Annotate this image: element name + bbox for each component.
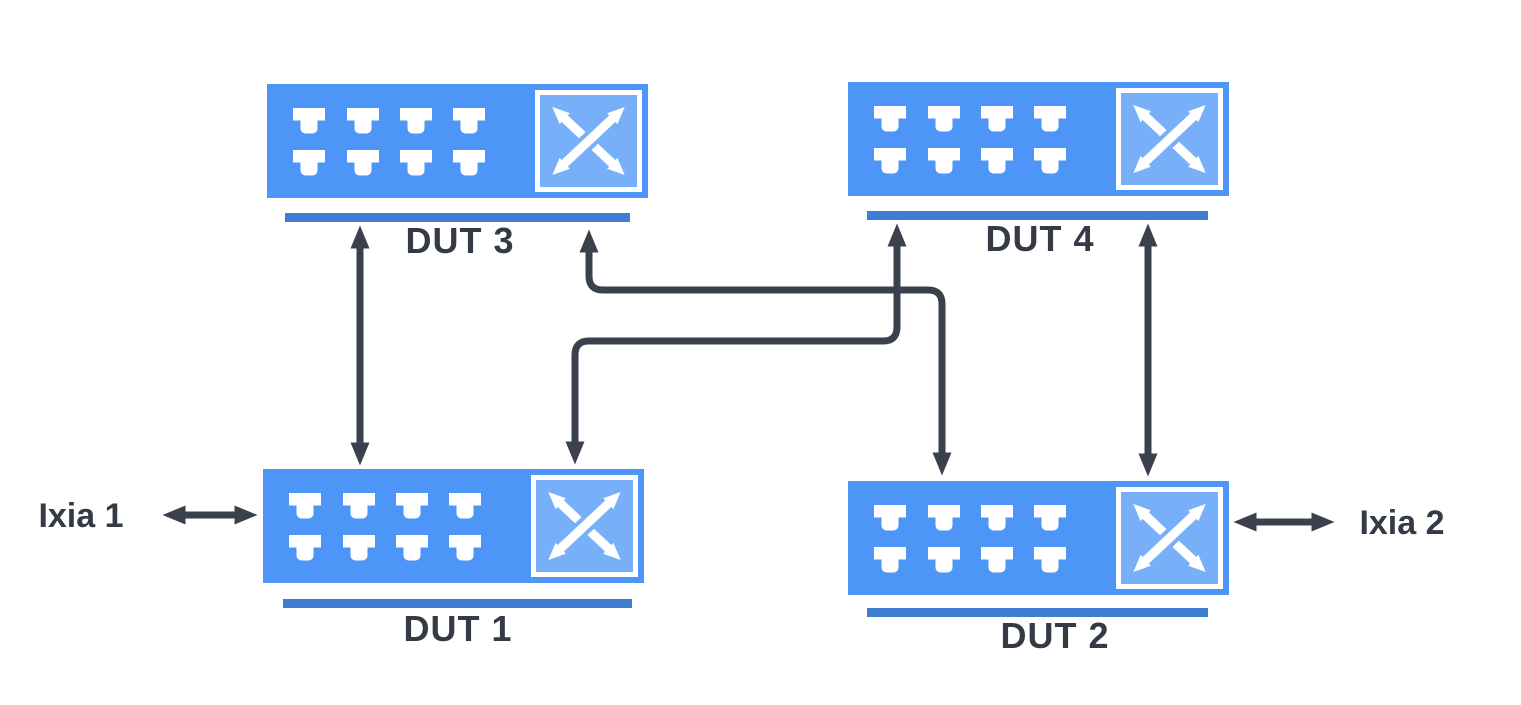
switch-body [848, 82, 1229, 196]
switch-node-dut1: DUT 1 [263, 469, 644, 649]
node-label-dut2: DUT 2 [1000, 615, 1109, 656]
switch-underline [867, 211, 1208, 220]
switch-node-dut2: DUT 2 [848, 481, 1229, 656]
node-label-dut1: DUT 1 [403, 608, 512, 649]
switch-underline [867, 608, 1208, 617]
switch-underline [283, 599, 632, 608]
switch-underline [285, 213, 630, 222]
switch-node-dut3: DUT 3 [267, 84, 648, 261]
switch-body [263, 469, 644, 583]
link-dut3-dut2 [579, 229, 952, 476]
link-dut4-dut1 [565, 223, 907, 465]
switch-body [267, 84, 648, 198]
switch-node-dut4: DUT 4 [848, 82, 1229, 259]
endpoint-label-ixia1: Ixia 1 [38, 497, 123, 535]
node-label-dut3: DUT 3 [405, 220, 514, 261]
switch-body [848, 481, 1229, 595]
node-label-dut4: DUT 4 [985, 218, 1094, 259]
endpoint-label-ixia2: Ixia 2 [1359, 504, 1444, 542]
